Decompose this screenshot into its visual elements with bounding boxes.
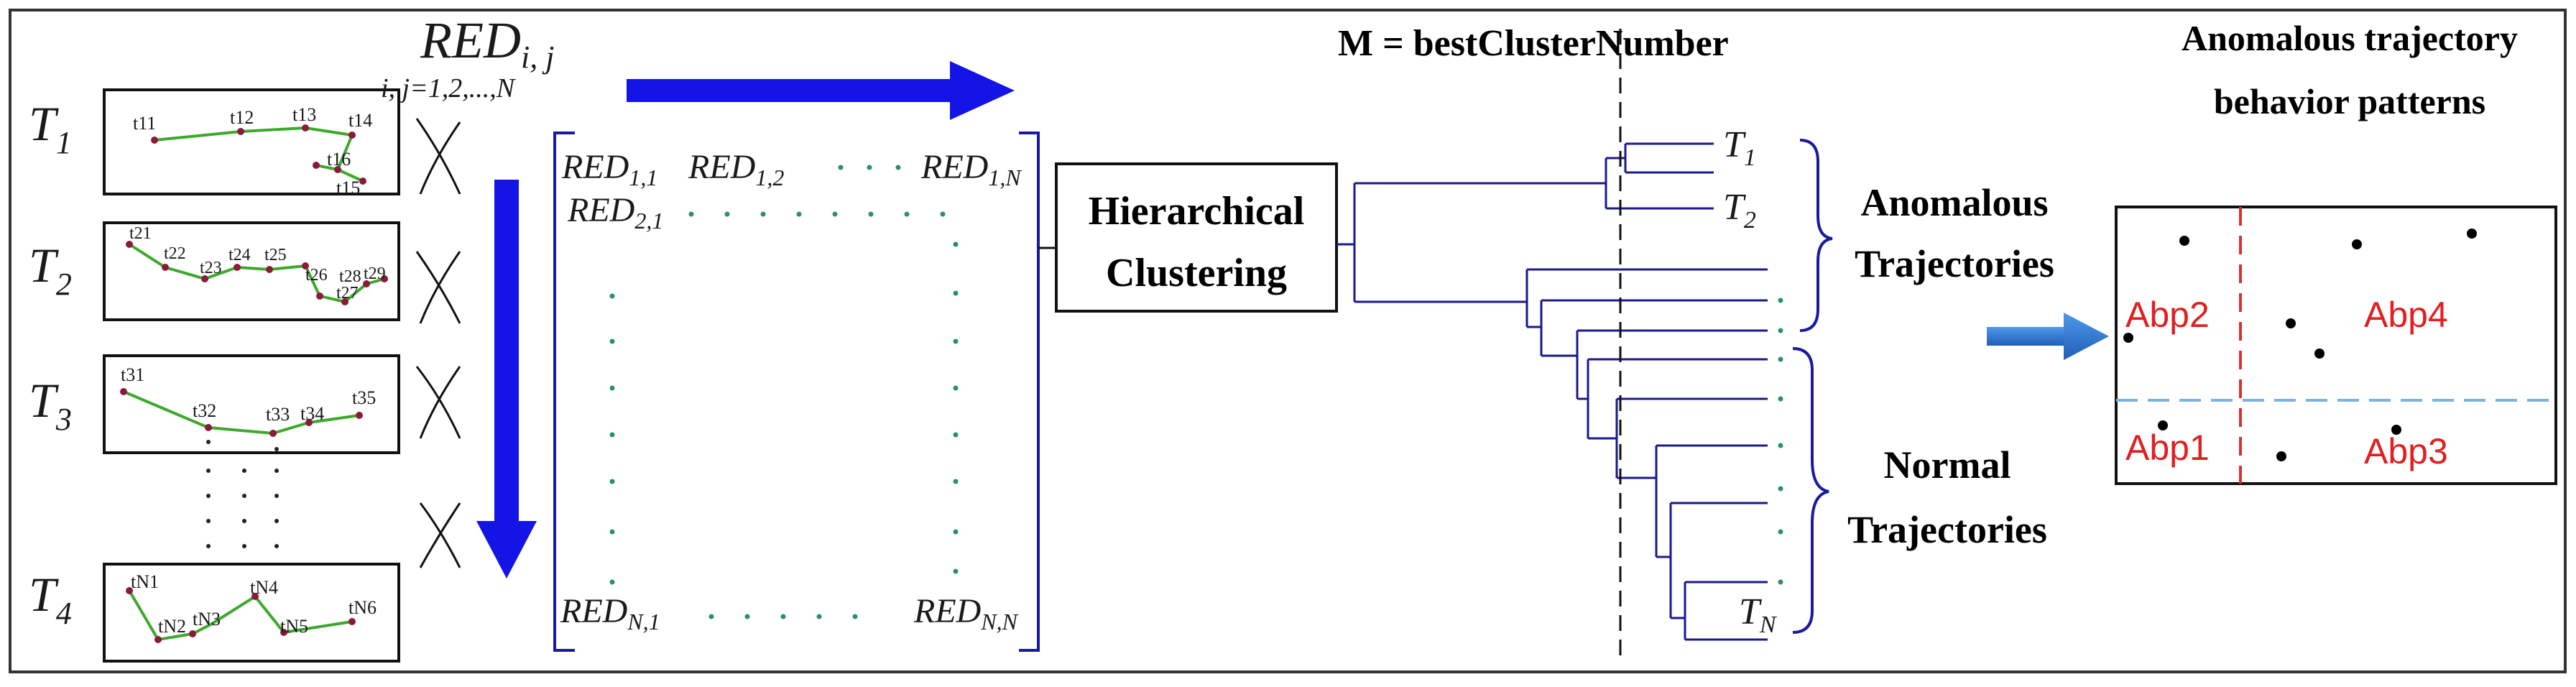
svg-text:t34: t34 [300, 403, 324, 424]
svg-text:t11: t11 [133, 113, 156, 134]
matrix-entry-1-N: RED1,N [920, 148, 1022, 190]
trajectory-box-4: tN1 tN2 tN3 tN4 tN5 tN6 [103, 563, 400, 663]
pattern-region-abp1: Abp1 [2125, 428, 2210, 468]
svg-text:t21: t21 [129, 224, 152, 243]
matrix-entry-2-1: RED2,1 [567, 191, 663, 234]
trajectory-label-3: T3 [29, 373, 72, 437]
patterns-panel [2115, 206, 2557, 485]
leaf-label-tn: TN [1739, 591, 1778, 638]
clustering-box-line2: Clustering [1106, 251, 1287, 295]
red-index-range: i, j=1,2,...,N [381, 73, 517, 103]
pattern-region-abp3: Abp3 [2364, 431, 2448, 471]
patterns-title-line1: Anomalous trajectory [2182, 18, 2518, 58]
svg-text:t25: t25 [264, 246, 287, 264]
svg-text:t15: t15 [336, 177, 360, 198]
group-label-normal-2: Trajectories [1847, 508, 2047, 551]
dendrogram [1337, 142, 1768, 641]
trajectory-label-1: T1 [29, 96, 72, 160]
trajectory-label-4: T4 [29, 567, 72, 631]
red-header: REDi, j [420, 11, 554, 75]
ellipsis-dots-vertical [206, 440, 279, 548]
matrix-brackets [553, 132, 1040, 652]
pattern-region-abp4: Abp4 [2364, 295, 2448, 335]
arrow-down-icon [476, 180, 537, 578]
outer-frame [9, 9, 2567, 673]
matrix-entry-N-N: REDN,N [913, 592, 1019, 635]
svg-text:t33: t33 [266, 404, 290, 425]
brace-normal [1792, 347, 1829, 634]
svg-text:t32: t32 [193, 400, 216, 421]
svg-text:t26: t26 [305, 266, 328, 285]
svg-text:t29: t29 [364, 264, 386, 283]
pattern-region-abp2: Abp2 [2125, 295, 2210, 335]
svg-text:t22: t22 [164, 244, 186, 263]
svg-text:tN3: tN3 [193, 609, 221, 630]
cut-label: M = bestClusterNumber [1338, 23, 1729, 64]
trajectory-box-2: t21 t22 t23 t24 t25 t26 t27 t28 t29 [103, 221, 400, 321]
trajectory-box-1: t11 t12 t13 t14 t16 t15 [103, 88, 400, 198]
svg-text:tN4: tN4 [250, 577, 278, 598]
group-label-anomalous-1: Anomalous [1860, 181, 2048, 224]
hierarchical-clustering-box [1055, 162, 1338, 313]
matrix-dots [609, 165, 959, 619]
svg-text:tN6: tN6 [348, 597, 377, 618]
svg-text:t14: t14 [348, 110, 372, 131]
matrix-entry-1-2: RED1,2 [688, 148, 784, 190]
matrix-entry-1-1: RED1,1 [561, 148, 657, 190]
svg-text:t31: t31 [121, 364, 144, 385]
svg-text:tN5: tN5 [280, 616, 308, 637]
svg-text:t27: t27 [336, 284, 359, 303]
brace-anomalous [1799, 139, 1833, 332]
dendrogram-leaf-dots [1778, 298, 1783, 585]
trajectory-box-3: t31 t32 t33 t34 t35 [103, 354, 400, 454]
arrow-to-patterns-icon [1987, 313, 2109, 360]
matrix-entry-N-1: REDN,1 [560, 592, 660, 635]
leaf-label-t2: T2 [1723, 187, 1756, 234]
svg-text:t35: t35 [352, 387, 376, 408]
svg-text:t16: t16 [327, 149, 351, 170]
svg-text:tN2: tN2 [158, 616, 186, 637]
svg-text:tN1: tN1 [131, 571, 159, 592]
leaf-label-t1: T1 [1723, 124, 1756, 171]
svg-text:t28: t28 [339, 267, 361, 286]
patterns-title-line2: behavior patterns [2214, 81, 2485, 121]
svg-text:t24: t24 [228, 246, 251, 264]
arrow-right-icon [627, 61, 1015, 120]
group-label-anomalous-2: Trajectories [1855, 242, 2054, 285]
svg-text:t12: t12 [230, 107, 254, 128]
svg-text:t23: t23 [200, 259, 222, 277]
pattern-points [2123, 229, 2477, 461]
clustering-box-line1: Hierarchical [1089, 189, 1305, 234]
trajectory-label-2: T2 [29, 238, 72, 302]
cross-marks [415, 118, 461, 568]
group-label-normal-1: Normal [1884, 443, 2011, 487]
svg-text:t13: t13 [292, 104, 316, 125]
